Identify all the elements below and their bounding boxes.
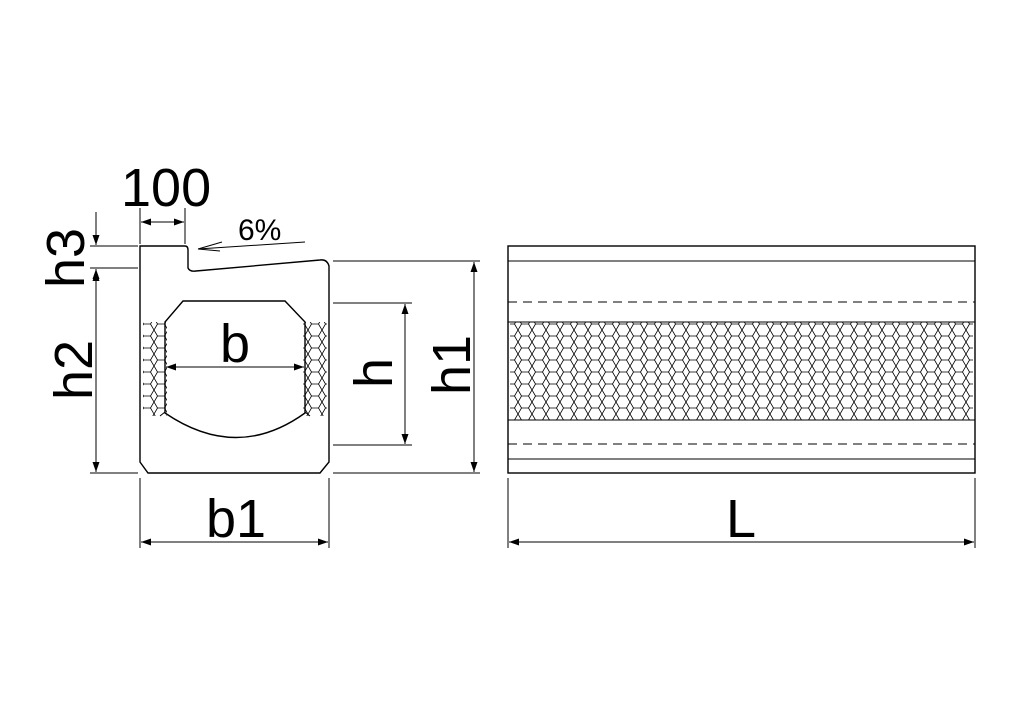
channel-outline xyxy=(139,245,330,474)
b1-label: b1 xyxy=(206,489,266,549)
top-width-label: 100 xyxy=(121,158,211,218)
cross-section xyxy=(139,245,330,474)
dim-top-width: 100 xyxy=(121,158,211,244)
dim-h1: h1 xyxy=(333,260,482,474)
b-label: b xyxy=(220,314,250,374)
slope-indicator: 6% xyxy=(197,214,306,252)
inner-opening xyxy=(164,300,306,439)
dim-L: L xyxy=(507,478,976,549)
dim-b1: b1 xyxy=(139,478,330,549)
side-view xyxy=(507,245,976,474)
dim-h: h xyxy=(333,302,412,446)
dim-b: b xyxy=(166,314,304,374)
h2-label: h2 xyxy=(44,340,104,400)
h-label: h xyxy=(344,358,404,388)
h1-label: h1 xyxy=(422,335,482,395)
L-label: L xyxy=(726,489,756,549)
side-porous-band xyxy=(510,322,973,420)
dim-h3: h3 xyxy=(36,212,138,300)
porous-zone-right xyxy=(303,322,327,416)
h3-label: h3 xyxy=(36,228,96,288)
slope-label: 6% xyxy=(238,214,281,247)
porous-zone-left xyxy=(143,322,167,416)
side-view-outline xyxy=(507,245,976,474)
dim-h2: h2 xyxy=(44,271,138,474)
